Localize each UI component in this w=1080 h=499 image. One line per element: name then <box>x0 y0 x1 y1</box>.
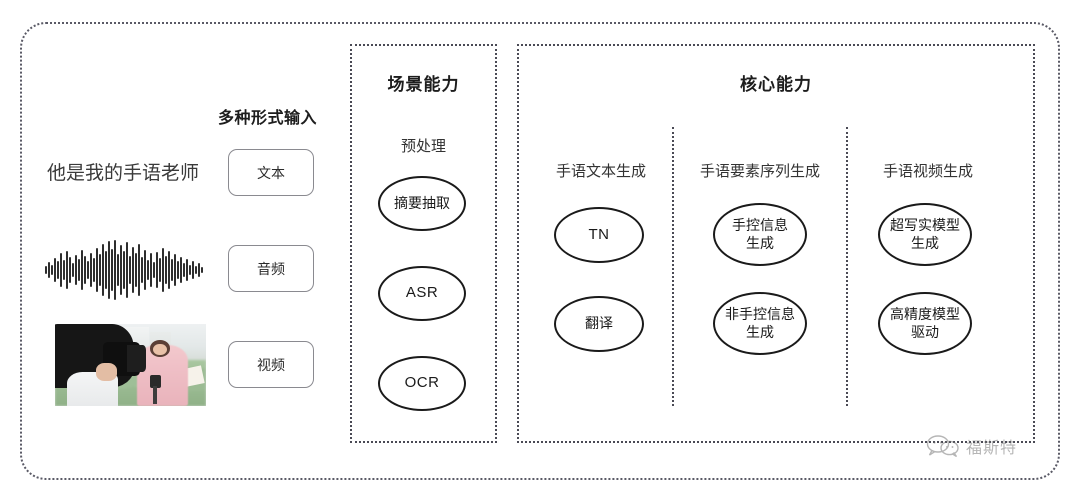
node-asr[interactable]: ASR <box>378 266 466 321</box>
node-manual-signal-generation[interactable]: 手控信息 生成 <box>713 203 807 266</box>
core-capability-title: 核心能力 <box>740 75 812 94</box>
input-type-audio[interactable]: 音频 <box>228 245 314 292</box>
node-summary-extraction[interactable]: 摘要抽取 <box>378 176 466 231</box>
video-thumbnail-image <box>55 324 206 406</box>
watermark: 福斯特 <box>926 434 1017 458</box>
node-non-manual-signal-generation[interactable]: 非手控信息 生成 <box>713 292 807 355</box>
outer-frame <box>20 22 1060 480</box>
audio-waveform-icon <box>45 240 203 300</box>
input-type-text[interactable]: 文本 <box>228 149 314 196</box>
wechat-bubbles-icon <box>926 435 960 458</box>
core-capability-panel: 核心能力 <box>517 44 1035 443</box>
scene-capability-panel: 场景能力 预处理 摘要抽取 ASR OCR <box>350 44 497 443</box>
core-column-label-sign-element-sequence-generation: 手语要素序列生成 <box>699 163 820 180</box>
node-ocr[interactable]: OCR <box>378 356 466 411</box>
input-type-video[interactable]: 视频 <box>228 341 314 388</box>
input-section-title: 多种形式输入 <box>218 110 318 127</box>
scene-capability-title: 场景能力 <box>387 75 460 94</box>
core-column-label-sign-text-generation: 手语文本生成 <box>555 163 646 180</box>
node-high-precision-model-driving[interactable]: 高精度模型 驱动 <box>878 292 972 355</box>
node-tn[interactable]: TN <box>554 207 644 263</box>
node-translation[interactable]: 翻译 <box>554 296 644 352</box>
scene-group-label-preprocess: 预处理 <box>400 138 446 155</box>
watermark-text: 福斯特 <box>966 440 1018 457</box>
node-hyperrealistic-model-generation[interactable]: 超写实模型 生成 <box>878 203 972 266</box>
core-column-label-sign-video-generation: 手语视频生成 <box>882 163 973 180</box>
core-column-divider-2 <box>846 127 848 406</box>
sample-sentence-text: 他是我的手语老师 <box>47 163 200 184</box>
core-column-divider-1 <box>672 127 674 406</box>
